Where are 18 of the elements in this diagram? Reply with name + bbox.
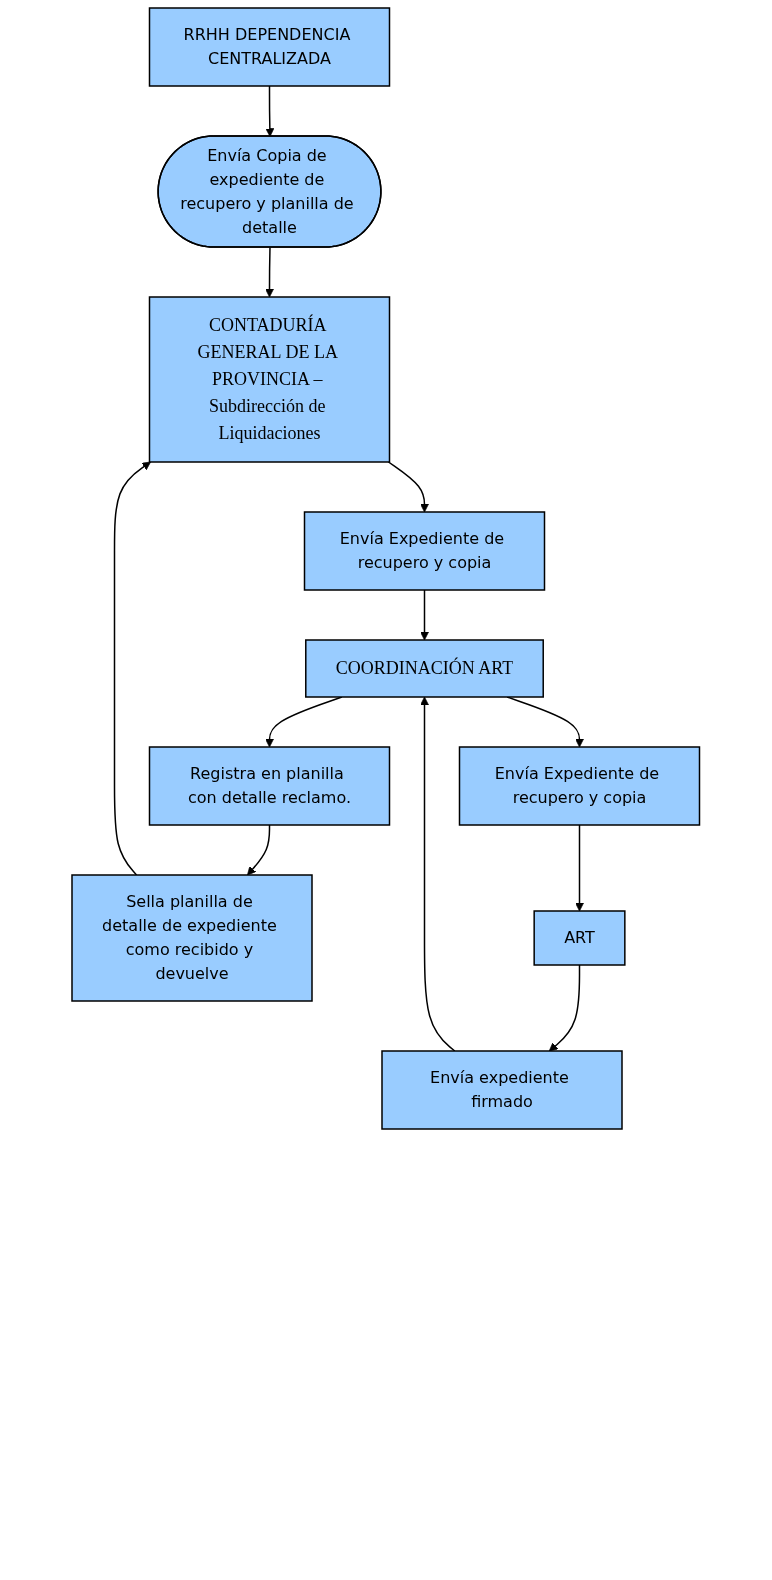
arrow bbox=[265, 246, 275, 298]
node-box: CONTADURÍA GENERAL DE LA PROVINCIA – Subdirección de Liquidaciones bbox=[149, 296, 391, 463]
node-box: Registra en planilla con detalle reclamo. bbox=[149, 746, 391, 826]
node-box: Envía Expediente de recupero y copia bbox=[304, 511, 546, 591]
arrow bbox=[387, 461, 430, 513]
arrow bbox=[420, 589, 430, 641]
arrow bbox=[575, 824, 585, 912]
node-box: ART bbox=[533, 910, 626, 966]
node-box: Sella planilla de detalle de expediente como recibido y devuelve bbox=[71, 874, 313, 1002]
node-box: RRHH DEPENDENCIA CENTRALIZADA bbox=[149, 7, 391, 87]
node-box: COORDINACIÓN ART bbox=[305, 639, 545, 698]
arrow bbox=[265, 85, 275, 137]
arrow bbox=[420, 696, 456, 1052]
node-box: Envía Expediente de recupero y copia bbox=[459, 746, 701, 826]
arrow bbox=[549, 964, 581, 1052]
arrow bbox=[114, 461, 152, 876]
node-box: Envía expediente firmado bbox=[381, 1050, 623, 1130]
arrow bbox=[247, 824, 271, 876]
